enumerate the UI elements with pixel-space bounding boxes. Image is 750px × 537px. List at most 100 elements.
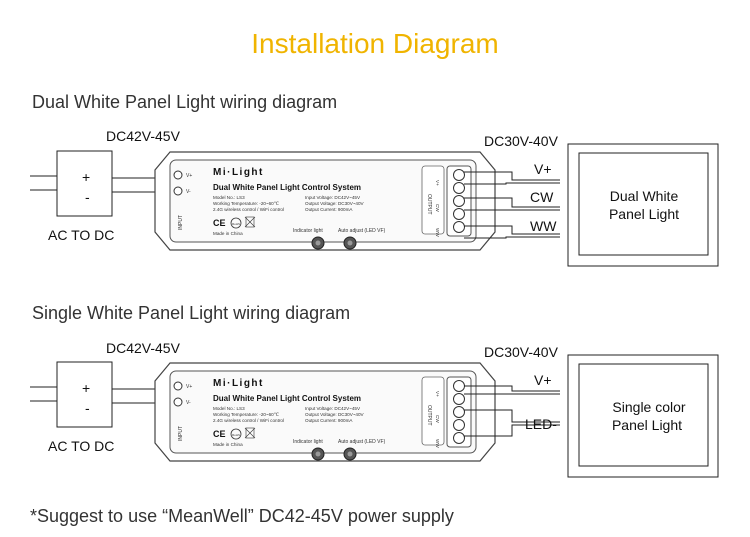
output-terminal-2 xyxy=(453,182,465,194)
output-current-spec: Output Current: 900mA xyxy=(305,418,353,423)
input-voltage-label: DC42V-45V xyxy=(106,128,181,144)
wire-label-vplus: V+ xyxy=(534,372,552,388)
load-label-line1: Dual White xyxy=(610,188,679,204)
section-dual-white: DC42V-45V DC30V-40V + - AC TO DC V+ V- I… xyxy=(30,128,719,267)
output-term-ww-label: WW xyxy=(435,439,440,448)
weee-bin-icon xyxy=(245,427,255,439)
psu-minus: - xyxy=(85,400,90,416)
output-terminal-3 xyxy=(453,195,465,207)
output-voltage-label: DC30V-40V xyxy=(484,133,559,149)
auto-adjust-label: Auto adjust (LED VF) xyxy=(338,439,386,445)
footnote: *Suggest to use “MeanWell” DC42-45V powe… xyxy=(30,506,454,526)
indicator-label: Indicator light xyxy=(293,228,323,234)
input-voltage-spec: Input Voltage: DC42V~45V xyxy=(305,195,361,200)
auto-adjust-button-inner xyxy=(347,240,353,246)
input-terminal-vplus-label: V+ xyxy=(186,173,192,179)
out-wire-led-a xyxy=(464,409,560,423)
psu-label: AC TO DC xyxy=(48,438,114,454)
output-term-ww-label: WW xyxy=(435,228,440,237)
ce-mark: CE xyxy=(213,429,226,439)
indicator-light-inner xyxy=(315,240,321,246)
rohs-text: RoHS xyxy=(232,222,240,226)
page-title: Installation Diagram xyxy=(251,28,499,59)
output-term-vplus-label: V+ xyxy=(435,391,440,397)
controller-unit: V+ V- INPUT Mi·Light Dual White Panel Li… xyxy=(154,362,496,462)
weee-bin-icon xyxy=(245,216,255,228)
wireless-spec: 2.4G wireless control / WiFi control xyxy=(213,207,284,212)
output-voltage-label: DC30V-40V xyxy=(484,344,559,360)
rohs-text: RoHS xyxy=(232,433,240,437)
output-term-cw-label: CW xyxy=(435,415,440,423)
wire-label-vplus: V+ xyxy=(534,161,552,177)
output-terminal-5 xyxy=(453,221,465,233)
working-temperature: Working Temperature: -20~60℃ xyxy=(213,201,279,206)
input-word: INPUT xyxy=(178,426,184,441)
input-terminal-vplus xyxy=(173,381,183,391)
section-title-single-white: Single White Panel Light wiring diagram xyxy=(32,303,351,323)
wireless-spec: 2.4G wireless control / WiFi control xyxy=(213,418,284,423)
made-in-label: Made in China xyxy=(213,231,243,236)
load-inner-box xyxy=(578,363,709,467)
psu-plus: + xyxy=(82,169,90,185)
out-wire-ww-a xyxy=(464,225,560,235)
load-label-line1: Single color xyxy=(612,399,685,415)
working-temperature: Working Temperature: -20~60℃ xyxy=(213,412,279,417)
output-terminal-2 xyxy=(453,393,465,405)
brand-logo: Mi·Light xyxy=(213,167,264,178)
input-terminal-vplus xyxy=(173,170,183,180)
output-word: OUTPUT xyxy=(426,405,432,426)
out-wire-vplus-a xyxy=(464,171,560,181)
load-label-line2: Panel Light xyxy=(609,206,679,222)
output-terminal-4 xyxy=(453,419,465,431)
out-wire-ww-b xyxy=(464,236,560,239)
output-voltage-spec: Output Voltage: DC30V~40V xyxy=(305,412,365,417)
wire-label-led-minus: LED- xyxy=(525,416,557,432)
output-terminal-3 xyxy=(453,406,465,418)
out-wire-vplus-b xyxy=(464,182,560,185)
section-title-dual-white: Dual White Panel Light wiring diagram xyxy=(32,92,338,112)
output-label-strip xyxy=(421,165,445,235)
out-wire-cw-a xyxy=(464,197,560,208)
ce-mark: CE xyxy=(213,218,226,228)
power-supply-box xyxy=(56,361,113,428)
rohs-icon xyxy=(230,428,242,440)
input-terminal-vplus-label: V+ xyxy=(186,384,192,390)
psu-label: AC TO DC xyxy=(48,227,114,243)
indicator-light-inner xyxy=(315,451,321,457)
made-in-label: Made in China xyxy=(213,442,243,447)
wire-label-cw: CW xyxy=(530,189,554,205)
output-term-cw-label: CW xyxy=(435,204,440,212)
input-terminal-vminus-label: V- xyxy=(186,189,191,195)
output-terminal-4 xyxy=(453,208,465,220)
model-number: Model No.: LS3 xyxy=(213,195,245,200)
out-wire-led-b xyxy=(464,424,560,437)
load-label-line2: Panel Light xyxy=(612,417,682,433)
output-term-vplus-label: V+ xyxy=(435,180,440,186)
input-terminal-vminus-label: V- xyxy=(186,400,191,406)
output-voltage-spec: Output Voltage: DC30V~40V xyxy=(305,201,365,206)
psu-minus: - xyxy=(85,189,90,205)
input-voltage-spec: Input Voltage: DC42V~45V xyxy=(305,406,361,411)
product-name: Dual White Panel Light Control System xyxy=(213,183,361,192)
output-terminal-1 xyxy=(453,380,465,392)
brand-logo: Mi·Light xyxy=(213,378,264,389)
rohs-icon xyxy=(230,217,242,229)
section-single-white: DC42V-45V DC30V-40V + - AC TO DC V+ V- I… xyxy=(30,340,719,478)
model-number: Model No.: LS3 xyxy=(213,406,245,411)
indicator-label: Indicator light xyxy=(293,439,323,445)
weee-cross-b xyxy=(244,216,256,228)
wire-label-ww: WW xyxy=(530,218,557,234)
load-inner-box xyxy=(578,152,709,256)
input-terminal-vminus xyxy=(173,186,183,196)
out-wire-vplus-a xyxy=(464,385,560,392)
power-supply-box xyxy=(56,150,113,217)
input-terminal-vminus xyxy=(173,397,183,407)
input-voltage-label: DC42V-45V xyxy=(106,340,181,356)
output-terminal-5 xyxy=(453,432,465,444)
psu-plus: + xyxy=(82,380,90,396)
auto-adjust-label: Auto adjust (LED VF) xyxy=(338,228,386,234)
input-word: INPUT xyxy=(178,215,184,230)
output-word: OUTPUT xyxy=(426,194,432,215)
product-name: Dual White Panel Light Control System xyxy=(213,394,361,403)
